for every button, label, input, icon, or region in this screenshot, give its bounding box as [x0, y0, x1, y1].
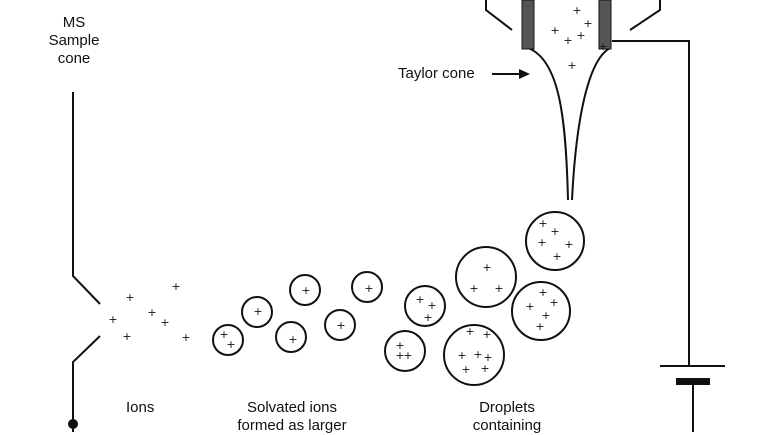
droplet-8-charge-1: +	[415, 293, 424, 306]
droplet-9-charge-2: +	[469, 282, 478, 295]
solvated-ions-label-line1: Solvated ions	[246, 399, 338, 416]
taylor-cone-right	[571, 47, 611, 201]
droplet-12-charge-5: +	[552, 250, 561, 263]
droplet-8	[404, 285, 446, 327]
droplet-10-charge-5: +	[483, 351, 492, 364]
droplet-10-charge-3: +	[457, 349, 466, 362]
droplet-11-charge-5: +	[535, 320, 544, 333]
droplet-1-charge-2: +	[226, 338, 235, 351]
droplet-10-charge-6: +	[461, 363, 470, 376]
droplet-11-charge-2: +	[525, 300, 534, 313]
droplet-10-charge-1: +	[465, 325, 474, 338]
capillary-charge-3: +	[550, 24, 559, 37]
droplet-10-charge-2: +	[482, 328, 491, 341]
droplets-label: Droplets containing	[462, 399, 552, 435]
free-ion-charge-6: +	[122, 330, 131, 343]
droplet-8-charge-3: +	[423, 311, 432, 324]
droplet-12	[525, 211, 585, 271]
droplet-4	[289, 274, 321, 306]
droplet-10	[443, 324, 505, 386]
battery-short-plate	[676, 378, 710, 385]
droplet-5-charge-1: +	[336, 319, 345, 332]
ms-cone-terminal-dot	[68, 419, 78, 429]
droplet-8-charge-2: +	[427, 299, 436, 312]
taylor-cone-left	[527, 47, 569, 201]
solvated-ions-label: Solvated ions formed as larger	[230, 399, 354, 435]
capillary-charge-7: +	[567, 59, 576, 72]
free-ion-charge-2: +	[125, 291, 134, 304]
droplet-12-charge-4: +	[564, 238, 573, 251]
droplet-6	[351, 271, 383, 303]
capillary-charge-4: +	[563, 34, 572, 47]
droplet-3-charge-1: +	[288, 333, 297, 346]
droplet-9-charge-3: +	[494, 282, 503, 295]
droplet-7-charge-3: +	[395, 349, 404, 362]
droplet-12-charge-2: +	[550, 225, 559, 238]
droplet-7-charge-1: +	[395, 339, 404, 352]
ms-sample-cone-label-line1: MS	[62, 14, 86, 31]
droplet-11-charge-3: +	[549, 296, 558, 309]
capillary-charge-1: +	[572, 4, 581, 17]
droplet-11	[511, 281, 571, 341]
droplet-7	[384, 330, 426, 372]
droplet-3	[275, 321, 307, 353]
droplet-12-charge-1: +	[538, 217, 547, 230]
droplet-11-charge-4: +	[541, 309, 550, 322]
free-ion-charge-3: +	[147, 306, 156, 319]
free-ion-charge-5: +	[160, 316, 169, 329]
droplets-label-line2: containing	[472, 417, 542, 434]
circuit-wire	[612, 40, 690, 366]
droplets-label-line1: Droplets	[479, 399, 535, 416]
droplet-6-charge-1: +	[364, 282, 373, 295]
droplet-5	[324, 309, 356, 341]
solvated-ions-label-line2: formed as larger	[237, 417, 347, 434]
droplet-1-charge-1: +	[219, 328, 228, 341]
droplet-9	[455, 246, 517, 308]
ms-sample-cone-label-line3: cone	[57, 50, 91, 67]
free-ion-charge-7: +	[181, 331, 190, 344]
capillary-charge-2: +	[583, 17, 592, 30]
droplet-2	[241, 296, 273, 328]
capillary-left-wing	[485, 0, 513, 31]
droplet-12-charge-3: +	[537, 236, 546, 249]
droplet-10-charge-4: +	[473, 348, 482, 361]
ms-sample-cone-lower-line	[72, 335, 101, 432]
taylor-cone-arrow-head	[519, 69, 530, 79]
capillary-charge-6: +	[598, 40, 607, 53]
droplet-9-charge-1: +	[482, 261, 491, 274]
ms-sample-cone-label: MS Sample cone	[46, 14, 102, 68]
droplet-11-charge-1: +	[538, 286, 547, 299]
taylor-cone-label: Taylor cone	[398, 65, 475, 82]
capillary-charge-5: +	[576, 29, 585, 42]
capillary-left-wall	[521, 0, 535, 50]
droplet-10-charge-7: +	[480, 362, 489, 375]
free-ion-charge-1: +	[171, 280, 180, 293]
droplet-7-charge-2: +	[403, 349, 412, 362]
capillary-right-wing	[629, 0, 661, 31]
droplet-1	[212, 324, 244, 356]
capillary-right-wall	[598, 0, 612, 50]
ms-sample-cone-label-line2: Sample	[48, 32, 100, 49]
droplet-2-charge-1: +	[253, 305, 262, 318]
free-ion-charge-4: +	[108, 313, 117, 326]
droplet-4-charge-1: +	[301, 284, 310, 297]
ms-sample-cone-upper-line	[72, 92, 101, 305]
ions-label: Ions	[126, 399, 155, 416]
